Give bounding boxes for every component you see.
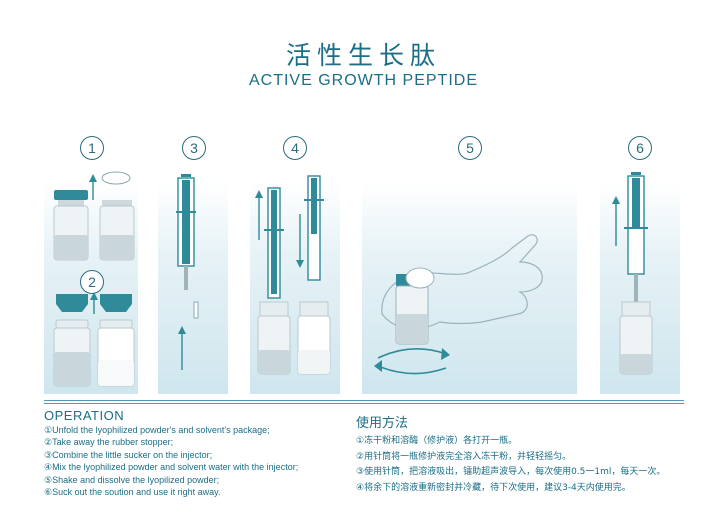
title-english: ACTIVE GROWTH PEPTIDE bbox=[248, 72, 478, 89]
operation-item: ⑤Shake and dissolve the lyopilized powde… bbox=[44, 474, 220, 485]
arrow-up-head bbox=[612, 196, 620, 204]
vial-powder bbox=[298, 350, 330, 374]
plunger-top bbox=[181, 174, 191, 177]
vial-cap bbox=[54, 190, 88, 200]
syringe-needle bbox=[634, 274, 638, 310]
title-chinese: 活性生长肽 bbox=[285, 41, 441, 70]
vial-neck bbox=[99, 319, 133, 329]
step-4-illustration bbox=[255, 175, 331, 375]
divider-line bbox=[44, 400, 684, 401]
step-number-2: 2 bbox=[80, 270, 104, 294]
arrow-up-head bbox=[89, 174, 97, 182]
vial-liquid bbox=[258, 350, 290, 374]
vial-liquid bbox=[396, 314, 428, 344]
step-number-3: 3 bbox=[182, 136, 206, 160]
arrow-up-head bbox=[178, 326, 186, 334]
vial-cap bbox=[621, 301, 651, 317]
rubber-stopper bbox=[56, 294, 88, 312]
step-number-4: 4 bbox=[283, 136, 307, 160]
step-number-5: 5 bbox=[458, 136, 482, 160]
step-2-illustration bbox=[53, 292, 135, 387]
arrow-down-head bbox=[296, 260, 304, 268]
plunger-top bbox=[631, 172, 641, 175]
usage-item: ③使用针筒，把溶液吸出，镭助超声波导入，每次使用0.5一1ml，每天一次。 bbox=[356, 467, 666, 477]
syringe-plunger bbox=[182, 180, 190, 264]
rubber-stopper bbox=[100, 294, 132, 312]
syringe-plunger bbox=[311, 178, 317, 234]
vial-liquid bbox=[100, 235, 134, 260]
vial-neck bbox=[58, 200, 84, 206]
operation-item: ③Combine the little sucker on the inject… bbox=[44, 449, 213, 460]
usage-item: ④将余下的溶液重新密封并冷藏，待下次使用，建议3-4天内使用完。 bbox=[356, 482, 631, 493]
usage-heading: 使用方法 bbox=[356, 416, 409, 431]
syringe-tip bbox=[184, 266, 188, 290]
usage-list: ①冻干粉和溶酶（修护液）各打开一瓶。 ②用针筒将一瓶修护液完全溶入冻干粉，并轻轻… bbox=[356, 434, 706, 496]
vial-powder bbox=[98, 360, 134, 386]
syringe-plunger bbox=[271, 190, 277, 294]
operation-heading: OPERATION bbox=[44, 408, 125, 423]
step-number-1: 1 bbox=[80, 136, 104, 160]
operation-list: ①Unfold the lyophilized powder's and sol… bbox=[44, 424, 354, 498]
step-6-illustration bbox=[612, 172, 653, 375]
step-5-illustration bbox=[374, 234, 543, 375]
arrow-up-head bbox=[255, 190, 263, 198]
step-number-6: 6 bbox=[628, 136, 652, 160]
step-3-illustration bbox=[176, 174, 199, 370]
syringe-plunger bbox=[632, 178, 640, 228]
shake-arrow-left bbox=[377, 365, 447, 375]
lifted-cap bbox=[101, 171, 131, 185]
operation-item: ①Unfold the lyophilized powder's and sol… bbox=[44, 425, 270, 435]
vial-cap bbox=[259, 301, 289, 317]
shake-arrow-right bbox=[377, 348, 447, 359]
vial-liquid bbox=[54, 235, 88, 260]
operation-item: ④Mix the lyophilized powder and solvent … bbox=[44, 462, 299, 473]
divider-line bbox=[44, 403, 684, 404]
operation-item: ②Take away the rubber stopper; bbox=[44, 437, 174, 448]
usage-item: ①冻干粉和溶酶（修护液）各打开一瓶。 bbox=[356, 436, 518, 446]
operation-item: ⑥Suck out the soution and use it right a… bbox=[44, 487, 221, 498]
shake-arrow-head bbox=[374, 360, 382, 372]
vial-neck bbox=[102, 200, 132, 206]
vial-neck bbox=[55, 319, 89, 329]
hand-outline bbox=[381, 234, 543, 330]
vial-cap bbox=[299, 301, 329, 317]
thumb bbox=[405, 267, 435, 289]
usage-item: ②用针筒将一瓶修护液完全溶入冻干粉，并轻轻摇匀。 bbox=[356, 451, 572, 462]
sucker-needle bbox=[193, 301, 199, 319]
vial-liquid bbox=[620, 354, 652, 374]
vial-liquid bbox=[54, 352, 90, 386]
arrow-up-head bbox=[90, 292, 98, 300]
shake-arrow-head bbox=[441, 348, 450, 360]
step-1-illustration bbox=[53, 171, 135, 261]
